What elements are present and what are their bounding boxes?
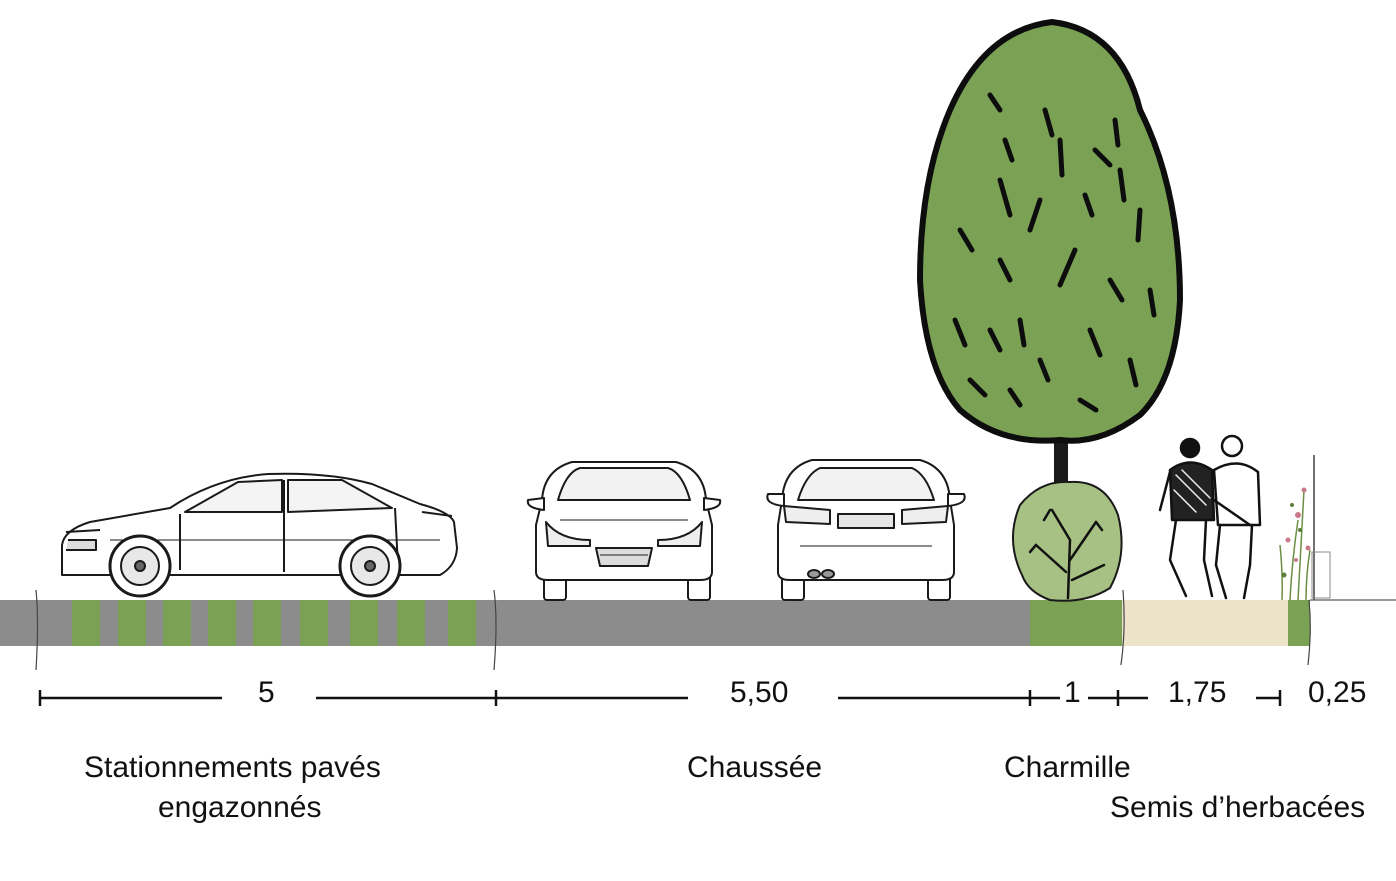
separator-right xyxy=(1307,599,1311,666)
foliage-mark xyxy=(1057,137,1065,178)
hedge-grass-band xyxy=(1030,600,1122,646)
foliage-mark xyxy=(1107,277,1125,303)
foliage-mark xyxy=(1057,247,1078,288)
foliage-mark xyxy=(1042,107,1055,138)
foliage-mark xyxy=(1077,397,1099,413)
grass-paver-strip xyxy=(448,600,476,646)
ground-profile xyxy=(0,589,1396,671)
foliage-mark xyxy=(1082,192,1095,218)
pedestrians xyxy=(1158,434,1262,600)
grass-paver-strip xyxy=(118,600,146,646)
hedge-shrub xyxy=(1011,480,1123,602)
separator-mid xyxy=(493,589,497,671)
parked-car-side xyxy=(61,472,458,598)
foliage-mark xyxy=(1007,387,1023,408)
grass-paver-strip xyxy=(253,600,281,646)
foliage-mark xyxy=(952,317,968,348)
foliage-mark xyxy=(997,257,1013,283)
meadow-plants xyxy=(1279,455,1331,601)
separator-left xyxy=(35,589,39,671)
dimension-path: 1,75 xyxy=(1168,676,1227,709)
foliage-mark xyxy=(987,92,1003,113)
car-front xyxy=(526,461,722,601)
grass-paver-strip xyxy=(300,600,328,646)
foliage-mark xyxy=(1002,137,1015,163)
label-road: Chaussée xyxy=(687,751,823,784)
grass-paver-strip xyxy=(397,600,425,646)
tree-foliage-marks xyxy=(952,92,1157,413)
foliage-mark xyxy=(967,377,988,398)
grass-paver-strip xyxy=(163,600,191,646)
dimension-road: 5,50 xyxy=(730,676,789,709)
dimension-seed-strip: 0,25 xyxy=(1308,676,1367,709)
asphalt-band xyxy=(0,600,1030,646)
foliage-mark xyxy=(957,227,975,253)
foliage-mark xyxy=(1112,117,1121,148)
grass-paver-strip xyxy=(72,600,100,646)
dimension-lines xyxy=(38,690,1282,706)
foliage-mark xyxy=(1147,287,1157,318)
tree xyxy=(917,19,1183,490)
separator-hedge xyxy=(1120,589,1125,666)
foliage-mark xyxy=(987,327,1003,353)
foliage-mark xyxy=(1027,197,1043,233)
car-rear xyxy=(766,459,966,601)
foliage-mark xyxy=(1117,167,1127,203)
foliage-mark xyxy=(1087,327,1103,358)
grass-paver-strip xyxy=(208,600,236,646)
foliage-mark xyxy=(1135,207,1143,243)
label-seed-strip: Semis d’herbacées xyxy=(1110,791,1366,824)
dimension-hedge: 1 xyxy=(1064,676,1081,709)
dimension-parking: 5 xyxy=(258,676,275,709)
foliage-mark xyxy=(1092,147,1113,168)
footpath-band xyxy=(1122,600,1288,646)
foliage-mark xyxy=(1037,357,1051,383)
foliage-mark xyxy=(1017,317,1027,348)
label-hedge: Charmille xyxy=(1004,751,1131,784)
grass-pavers xyxy=(72,600,476,646)
foliage-mark xyxy=(1127,357,1139,388)
label-parking-line2: engazonnés xyxy=(158,791,322,824)
label-parking-line1: Stationnements pavés xyxy=(84,751,381,784)
grass-paver-strip xyxy=(350,600,378,646)
seed-strip-band xyxy=(1288,600,1310,646)
foliage-mark xyxy=(997,177,1013,218)
